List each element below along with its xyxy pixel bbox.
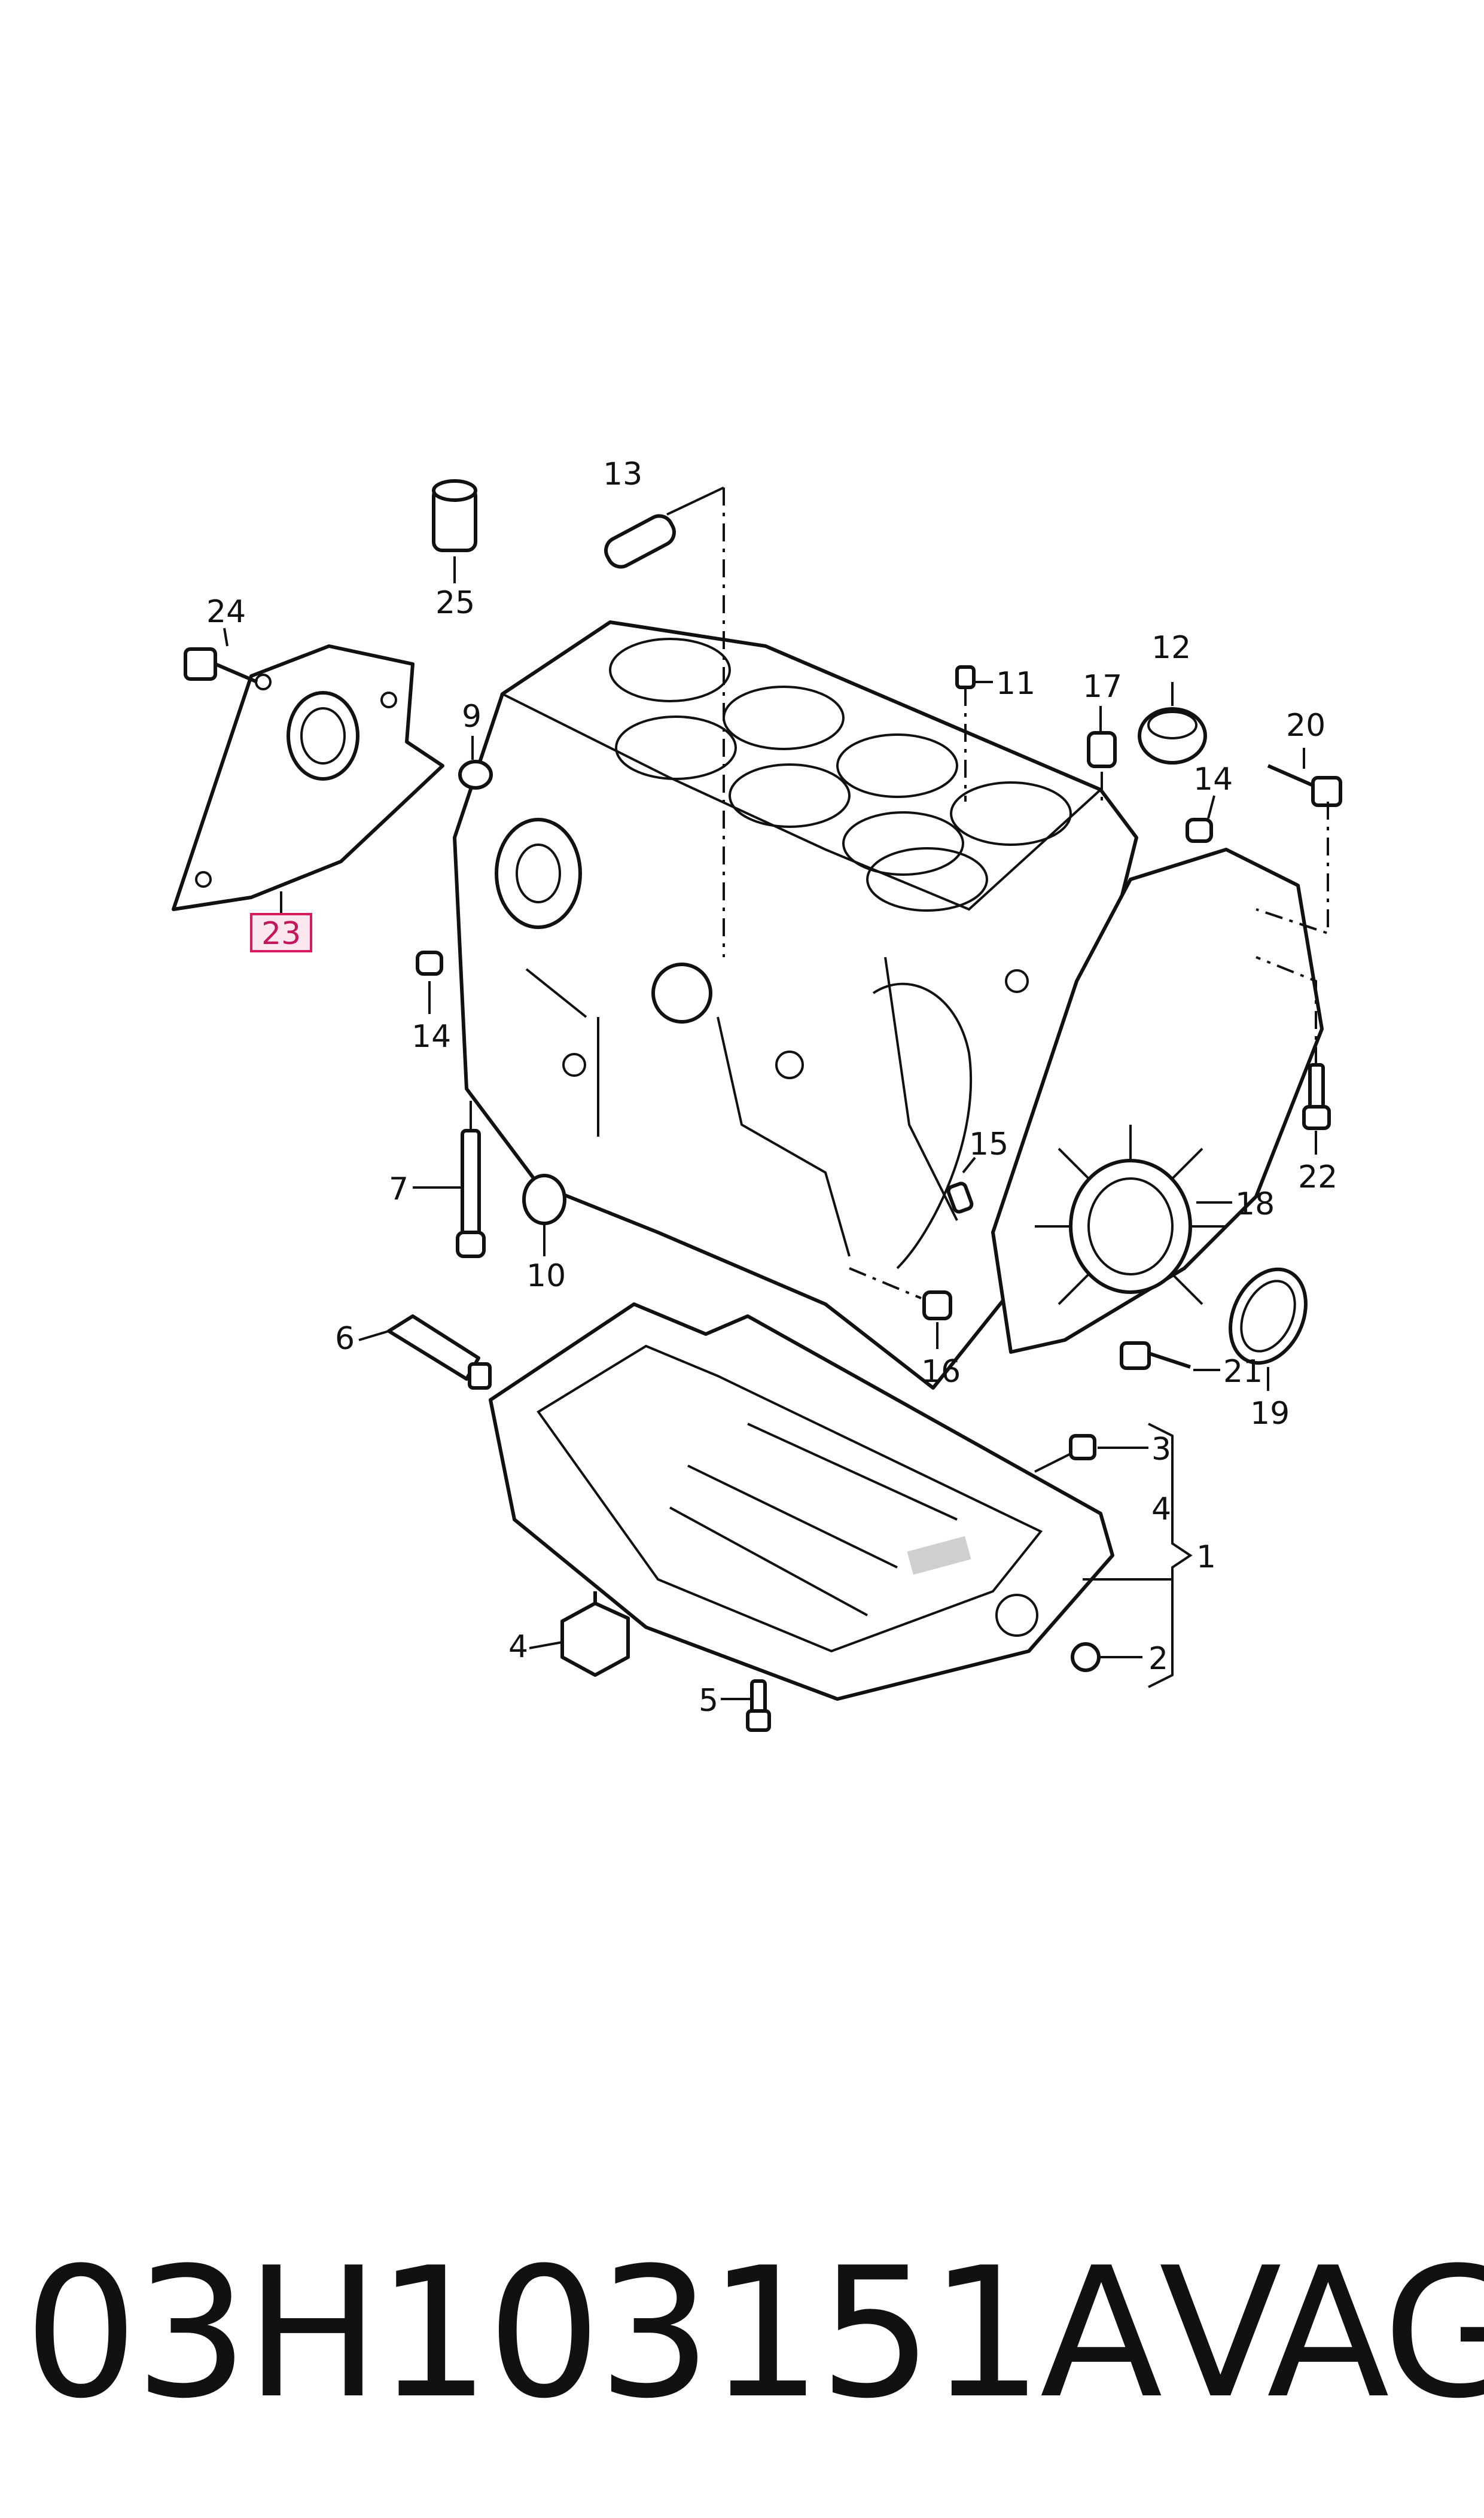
callout-25: 25 [435, 585, 475, 621]
callout-3: 3 [1151, 1432, 1171, 1467]
brand-name: VAG [1159, 2228, 1484, 2438]
callout-18: 18 [1235, 1186, 1275, 1222]
dowel-sleeve [604, 486, 725, 957]
callout-22: 22 [1298, 1159, 1337, 1195]
pin-15 [946, 1156, 976, 1214]
callout-7: 7 [389, 1171, 409, 1207]
pin-11 [955, 665, 993, 802]
callout-10: 10 [526, 1258, 566, 1294]
pin-left [416, 951, 443, 1014]
callout-16: 16 [921, 1354, 961, 1390]
callout-15: 15 [969, 1126, 1008, 1162]
oil-level-sender [529, 1591, 630, 1677]
sealing-cap-10 [522, 1174, 566, 1256]
callout-20: 20 [1286, 708, 1325, 744]
callout-21: 21 [1223, 1354, 1263, 1390]
callout-4-pan: 4 [1151, 1491, 1171, 1527]
bolt-21 [1120, 1341, 1220, 1371]
timing-case-cover [991, 848, 1324, 1354]
callout-13: 13 [603, 456, 642, 492]
callout-19: 19 [1250, 1396, 1290, 1432]
oil-pan-bolt [721, 1679, 771, 1732]
part-number: 03H103151A [24, 2228, 1163, 2438]
rear-seal-flange [172, 644, 444, 911]
callout-1: 1 [1196, 1539, 1216, 1575]
callout-9: 9 [462, 699, 482, 735]
sleeve-17 [1087, 706, 1117, 802]
callout-23-highlight [250, 913, 312, 952]
callout-12: 12 [1151, 630, 1191, 666]
bolt-22 [1256, 956, 1331, 1155]
bolt-20 [1256, 748, 1342, 935]
oil-pan [489, 1302, 1114, 1701]
exploded-parts-diagram: 1 2 3 4 4 5 6 7 9 10 11 12 13 14 14 15 1… [172, 456, 1342, 1732]
callout-2: 2 [1148, 1641, 1168, 1677]
callout-6: 6 [335, 1321, 355, 1357]
callout-24: 24 [206, 594, 246, 630]
callout-5: 5 [699, 1683, 718, 1719]
group-bracket [1148, 1423, 1193, 1688]
callout-23: 23 [261, 916, 301, 952]
sleeve-part [432, 479, 477, 583]
oil-drain-plug [1034, 1434, 1148, 1473]
callout-14-right: 14 [1193, 762, 1233, 797]
pin-right [1186, 795, 1215, 843]
cylinder-head-bolt [413, 1101, 486, 1258]
sleeve-16 [849, 1267, 952, 1349]
callout-4-sender: 4 [508, 1629, 528, 1665]
callout-17: 17 [1083, 669, 1122, 705]
callout-11: 11 [996, 666, 1035, 702]
callout-14-left: 14 [412, 1019, 451, 1055]
seal-ring [1071, 1642, 1142, 1672]
sealing-plug-12 [1138, 682, 1207, 765]
flange-bolt [184, 628, 258, 684]
plug-small [458, 736, 493, 790]
sealant-tube [358, 1314, 492, 1390]
crankshaft-seal-19 [1229, 1267, 1308, 1391]
part-number-caption: 03H103151A VAG [24, 2213, 1484, 2453]
